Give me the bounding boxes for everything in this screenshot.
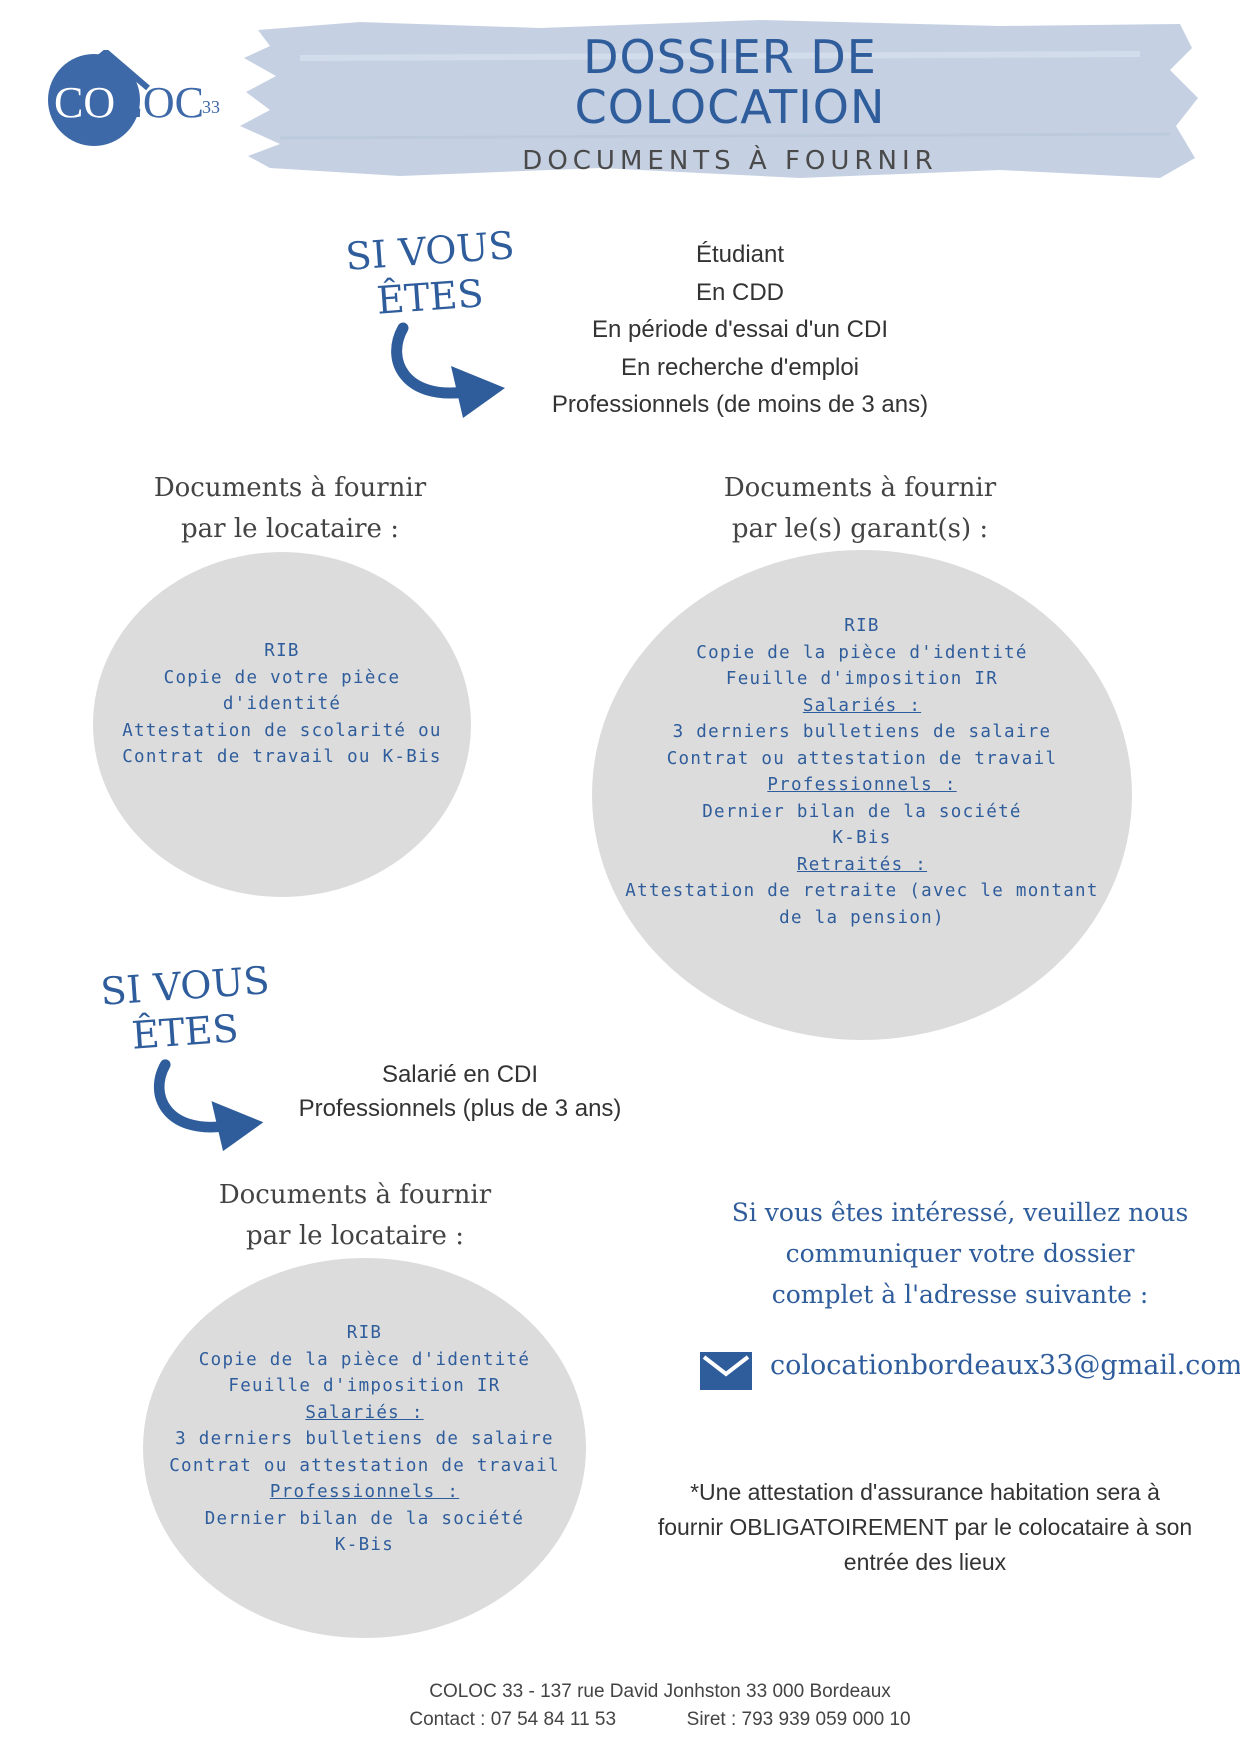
- curved-arrow-icon: [391, 322, 505, 418]
- status-item: En recherche d'emploi: [620, 353, 860, 381]
- status-list-1: Étudiant En CDD En période d'essai d'un …: [490, 236, 990, 424]
- curved-arrow-icon: [153, 1059, 264, 1152]
- svg-text:33: 33: [202, 97, 220, 117]
- doc-item: K-Bis: [334, 1535, 395, 1555]
- doc-item: RIB: [346, 1323, 383, 1343]
- tenant-docs-circle-1: [93, 552, 471, 897]
- doc-item: de la pension): [779, 907, 945, 928]
- doc-category-professionnels: Professionnels :: [767, 775, 957, 795]
- heading-line: Documents à fournir: [153, 473, 427, 503]
- header-brush-background: [240, 20, 1198, 178]
- si-vous-etes-heading-2: SI VOUS ÊTES: [95, 958, 275, 1058]
- guarantor-docs-heading: Documents à fournir par le(s) garant(s) …: [660, 468, 1060, 550]
- doc-category-salaries: Salariés :: [802, 695, 922, 716]
- interest-message: Si vous êtes intéressé, veuillez nous co…: [700, 1192, 1220, 1315]
- status-item: En période d'essai d'un CDI: [591, 316, 888, 343]
- doc-item: RIB: [264, 641, 300, 661]
- footer-siret: Siret : 793 939 059 000 10: [686, 1709, 911, 1730]
- tenant-docs-heading-1: Documents à fournir par le locataire :: [100, 468, 480, 550]
- email-link[interactable]: colocationbordeaux33@gmail.com: [770, 1350, 1240, 1381]
- guarantor-docs-list: RIB Copie de la pièce d'identité Feuille…: [612, 613, 1112, 931]
- status-item: Professionnels (de moins de 3 ans): [551, 391, 929, 418]
- doc-item: Copie de votre pièce: [163, 667, 401, 688]
- title-line-1: DOSSIER DE: [583, 30, 877, 84]
- tenant-docs-list-1: RIB Copie de votre pièce d'identité Atte…: [93, 638, 471, 771]
- doc-item: Dernier bilan de la société: [204, 1508, 525, 1529]
- status-item: En CDD: [695, 278, 785, 306]
- doc-category-professionnels: Professionnels :: [269, 1482, 460, 1502]
- coloc33-logo: CO LOC 33: [48, 50, 220, 146]
- interest-line: complet à l'adresse suivante :: [771, 1280, 1149, 1309]
- tenant-docs-heading-2: Documents à fournir par le locataire :: [165, 1175, 545, 1257]
- doc-item: Contrat de travail ou K-Bis: [122, 747, 442, 767]
- insurance-note: *Une attestation d'assurance habitation …: [645, 1475, 1205, 1580]
- note-line: entrée des lieux: [843, 1549, 1007, 1575]
- heading-line: par le locataire :: [181, 514, 399, 544]
- doc-item: RIB: [844, 616, 880, 636]
- footer-phone: Contact : 07 54 84 11 53: [409, 1709, 617, 1730]
- svg-text:CO: CO: [54, 78, 115, 127]
- heading-line: Documents à fournir: [723, 473, 997, 503]
- doc-item: Attestation de scolarité ou: [122, 720, 442, 741]
- doc-item: 3 derniers bulletiens de salaire: [175, 1429, 554, 1449]
- doc-category-retraites: Retraités :: [796, 854, 928, 875]
- doc-item: Contrat ou attestation de travail: [169, 1455, 560, 1476]
- note-line: *Une attestation d'assurance habitation …: [690, 1479, 1160, 1505]
- interest-line: communiquer votre dossier: [785, 1239, 1135, 1268]
- status-item: Salarié en CDI: [381, 1061, 539, 1088]
- footer-address: COLOC 33 - 137 rue David Jonhston 33 000…: [429, 1681, 891, 1702]
- footer: COLOC 33 - 137 rue David Jonhston 33 000…: [400, 1678, 920, 1734]
- tenant-docs-circle-2: [143, 1258, 586, 1638]
- status-item: Étudiant: [695, 241, 785, 268]
- doc-item: Feuille d'imposition IR: [725, 669, 999, 689]
- interest-line: Si vous êtes intéressé, veuillez nous: [731, 1198, 1189, 1227]
- doc-item: d'identité: [222, 694, 342, 714]
- heading-line: par le(s) garant(s) :: [731, 514, 989, 544]
- doc-item: Attestation de retraite (avec le montant: [625, 881, 1099, 901]
- subtitle: DOCUMENTS À FOURNIR: [522, 146, 938, 176]
- status-list-2: Salarié en CDI Professionnels (plus de 3…: [285, 1058, 635, 1126]
- svg-text:LOC: LOC: [116, 78, 204, 127]
- doc-item: Dernier bilan de la société: [702, 801, 1022, 822]
- doc-item: Copie de la pièce d'identité: [198, 1349, 531, 1370]
- title-line-2: COLOCATION: [574, 80, 886, 134]
- tenant-docs-list-2: RIB Copie de la pièce d'identité Feuille…: [143, 1320, 586, 1559]
- envelope-icon: [700, 1352, 752, 1390]
- guarantor-docs-circle: [592, 550, 1132, 1040]
- heading-line: Documents à fournir: [218, 1180, 492, 1210]
- doc-item: K-Bis: [832, 828, 892, 848]
- doc-item: Feuille d'imposition IR: [228, 1376, 501, 1396]
- heading-line: par le locataire :: [246, 1221, 464, 1251]
- status-item: Professionnels (plus de 3 ans): [298, 1095, 622, 1122]
- doc-item: Copie de la pièce d'identité: [696, 642, 1028, 663]
- doc-item: Contrat ou attestation de travail: [666, 748, 1058, 769]
- doc-category-salaries: Salariés :: [305, 1402, 424, 1423]
- note-line: fournir OBLIGATOIREMENT par le colocatai…: [657, 1514, 1193, 1540]
- footer-contact-row: Contact : 07 54 84 11 53 Siret : 793 939…: [400, 1706, 920, 1734]
- doc-item: 3 derniers bulletiens de salaire: [672, 722, 1052, 742]
